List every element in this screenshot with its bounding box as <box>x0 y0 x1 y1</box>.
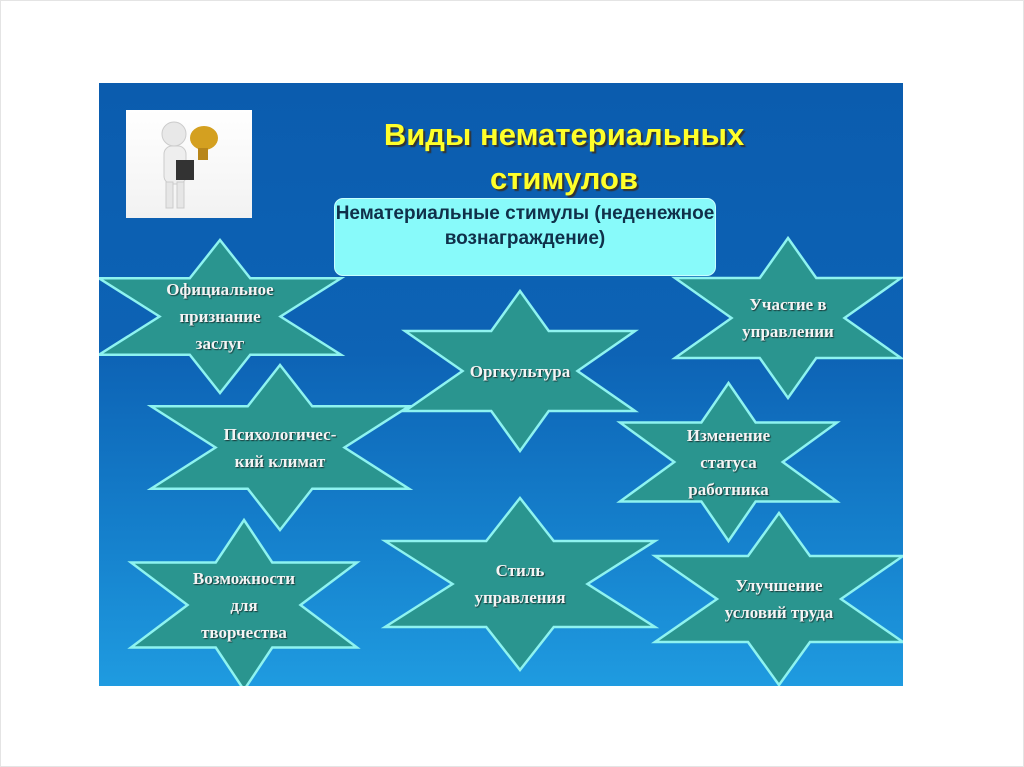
slide-title: Виды нематериальных стимулов <box>383 117 745 196</box>
star-management-style: Стиль управления <box>385 498 655 670</box>
star-work-conditions: Улучшение условий труда <box>655 513 903 685</box>
star-status-change: Изменение статуса работника <box>620 383 837 541</box>
star-label: Изменение статуса работника <box>686 425 771 499</box>
star-label: Стиль управления <box>474 561 566 607</box>
star-label: Улучшение условий труда <box>724 576 834 622</box>
central-concept-text: Нематериальные стимулы (неденежное возна… <box>335 203 715 249</box>
star-psych-climate: Психологичес- кий климат <box>151 365 409 530</box>
central-concept-box: Нематериальные стимулы (неденежное возна… <box>334 198 716 276</box>
slide: Виды нематериальных стимулов Нематериаль… <box>99 83 903 686</box>
trophy-figure-image <box>126 110 252 218</box>
star-label: Психологичес- кий климат <box>223 424 337 471</box>
star-label: Официальное признание заслуг <box>166 280 274 353</box>
star-official-recognition: Официальное признание заслуг <box>99 240 341 393</box>
star-label: Возможности для творчества <box>192 568 296 642</box>
star-org-culture: Оргкультура <box>405 291 635 451</box>
star-label: Оргкультура <box>469 361 571 381</box>
star-creativity: Возможности для творчества <box>131 520 357 686</box>
star-participation: Участие в управлении <box>675 238 901 398</box>
star-label: Участие в управлении <box>742 295 834 341</box>
